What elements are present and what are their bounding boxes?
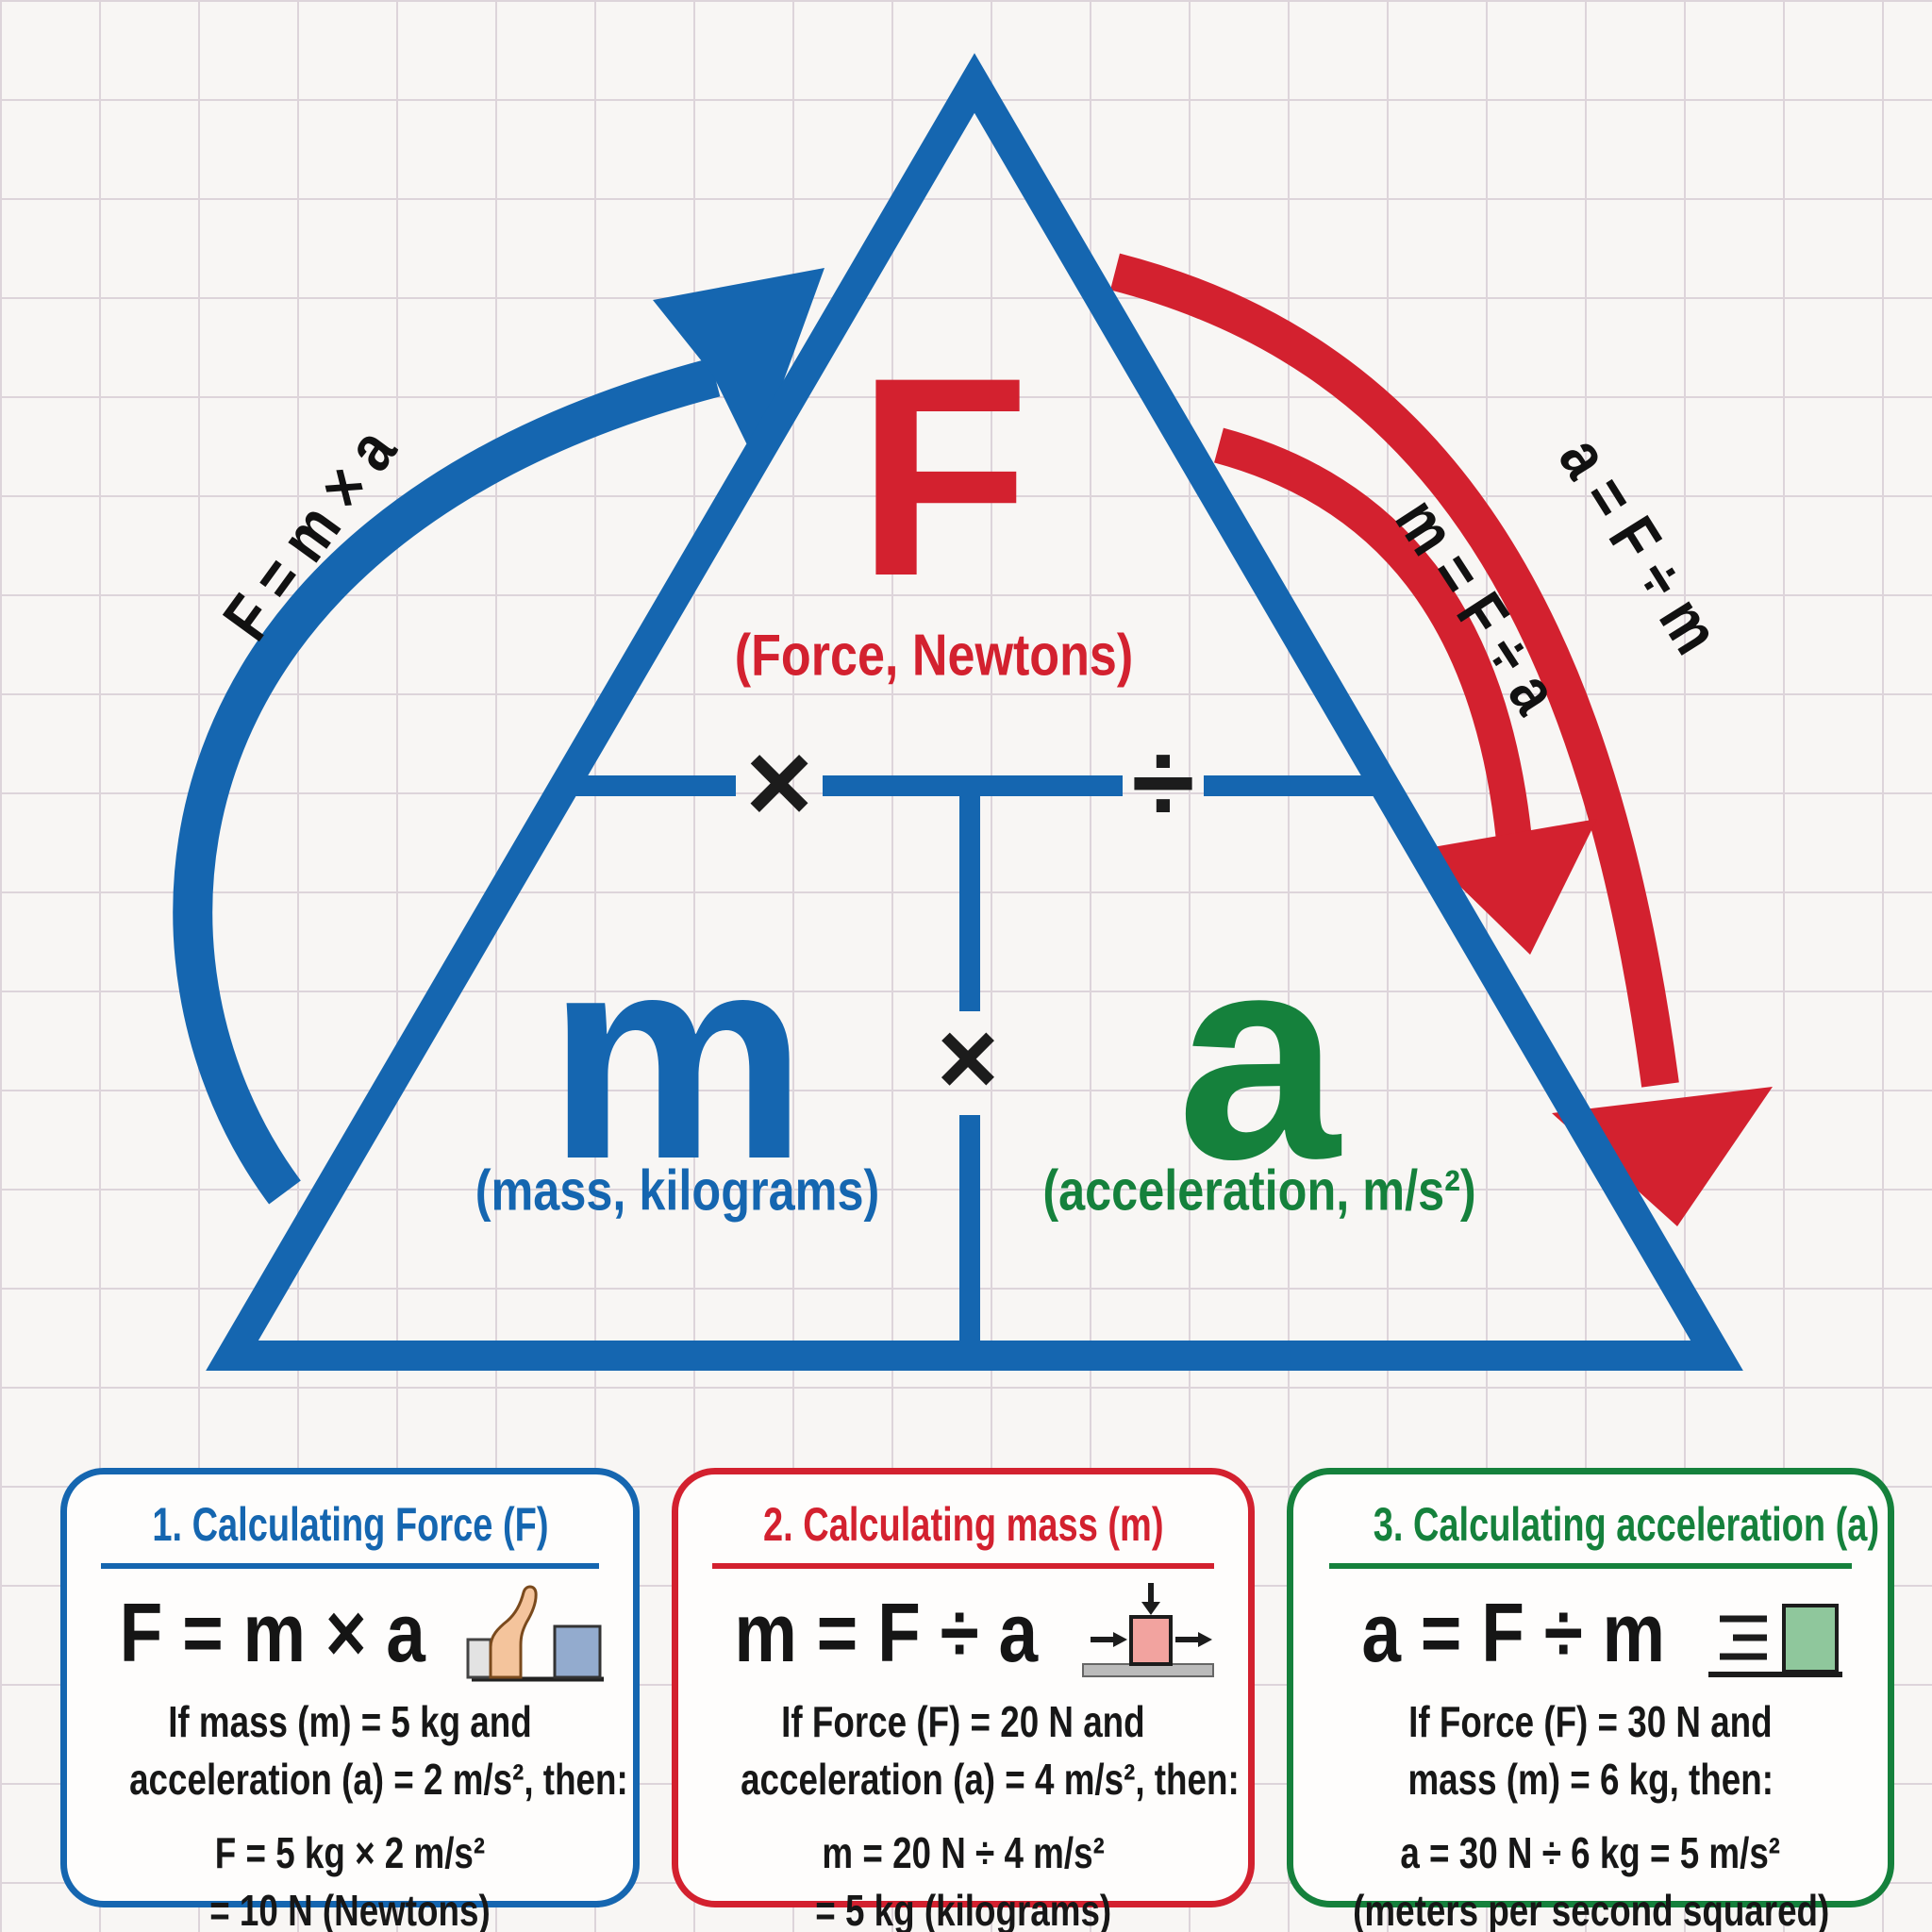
accelerating-box-icon <box>1708 1603 1843 1677</box>
acceleration-symbol: a <box>1176 892 1341 1220</box>
card-result-line: a = 30 N ÷ 6 kg = 5 m/s² <box>1293 1824 1888 1882</box>
force-symbol: F <box>857 318 1030 635</box>
card-formula: m = F ÷ a <box>708 1585 1064 1681</box>
card-condition-line: If Force (F) = 20 N and <box>678 1693 1248 1751</box>
card-title-rule <box>712 1563 1214 1569</box>
formula-row: F = m × a <box>67 1573 633 1693</box>
red-inner-arrow-shaft <box>1214 427 1532 841</box>
box-with-force-arrows-icon <box>1082 1582 1215 1677</box>
card-result-block: m = 20 N ÷ 4 m/s² = 5 kg (kilograms) <box>678 1824 1248 1932</box>
card-title: 3. Calculating acceleration (a) <box>1293 1497 1888 1552</box>
red-outer-arrow-shaft <box>1109 253 1679 1088</box>
card-title-text: 3. Calculating acceleration (a) <box>1373 1498 1880 1551</box>
card-condition-line: If mass (m) = 5 kg and <box>67 1693 633 1751</box>
condition-text-1: If Force (F) = 30 N and <box>1408 1697 1773 1746</box>
multiply-operator-icon: × <box>745 718 813 846</box>
card-title-text: 2. Calculating mass (m) <box>762 1498 1164 1551</box>
card-formula-text: m = F ÷ a <box>734 1586 1038 1679</box>
result-text-1: F = 5 kg × 2 m/s² <box>214 1828 486 1878</box>
card-result-line: F = 5 kg × 2 m/s² <box>67 1824 633 1882</box>
card-formula: a = F ÷ m <box>1335 1585 1691 1681</box>
card-condition-line: If Force (F) = 30 N and <box>1293 1693 1888 1751</box>
red-inner-arrow-head-icon <box>1422 819 1597 955</box>
card-result-line: (meters per second squared) <box>1293 1882 1888 1932</box>
card-title-rule <box>1328 1563 1853 1569</box>
card-result-line: m = 20 N ÷ 4 m/s² <box>678 1824 1248 1882</box>
formula-row: a = F ÷ m <box>1293 1573 1888 1693</box>
condition-text-1: If Force (F) = 20 N and <box>781 1697 1145 1746</box>
mass-unit-label: (mass, kilograms) <box>475 1158 880 1223</box>
formula-row: m = F ÷ a <box>678 1573 1248 1693</box>
card-result-block: a = 30 N ÷ 6 kg = 5 m/s² (meters per sec… <box>1293 1824 1888 1932</box>
card-condition-line: acceleration (a) = 4 m/s², then: <box>678 1751 1248 1808</box>
condition-text-2: mass (m) = 6 kg, then: <box>1407 1754 1774 1804</box>
card-condition-line: mass (m) = 6 kg, then: <box>1293 1751 1888 1808</box>
card-formula-text: a = F ÷ m <box>1361 1586 1665 1679</box>
result-text-2: = 10 N (Newtons) <box>209 1886 491 1932</box>
card-condition-line: acceleration (a) = 2 m/s², then: <box>67 1751 633 1808</box>
force-calculation-card: 1. Calculating Force (F) F = m × a If ma… <box>60 1468 640 1932</box>
mass-symbol: m <box>547 892 808 1220</box>
blue-curved-arrow-head-icon <box>653 268 824 460</box>
result-text-2: = 5 kg (kilograms) <box>815 1886 1111 1932</box>
result-text-1: a = 30 N ÷ 6 kg = 5 m/s² <box>1400 1828 1781 1878</box>
result-text-2: (meters per second squared) <box>1353 1886 1830 1932</box>
formula-triangle-outline <box>206 53 1743 1371</box>
card-result-line: = 10 N (Newtons) <box>67 1882 633 1932</box>
card-title-text: 1. Calculating Force (F) <box>151 1498 549 1551</box>
acceleration-unit-label: (acceleration, m/s²) <box>1042 1158 1476 1223</box>
card-title: 2. Calculating mass (m) <box>678 1497 1248 1552</box>
acceleration-calculation-card: 3. Calculating acceleration (a) a = F ÷ … <box>1287 1468 1894 1932</box>
card-title: 1. Calculating Force (F) <box>67 1497 633 1552</box>
card-formula: F = m × a <box>92 1585 453 1681</box>
card-formula-text: F = m × a <box>119 1586 426 1679</box>
divide-operator-icon: ÷ <box>1131 718 1195 846</box>
condition-text-2: acceleration (a) = 2 m/s², then: <box>129 1754 628 1804</box>
condition-text-1: If mass (m) = 5 kg and <box>168 1697 532 1746</box>
red-outer-arrow-head-icon <box>1552 1087 1773 1226</box>
card-title-rule <box>101 1563 599 1569</box>
result-text-1: m = 20 N ÷ 4 m/s² <box>822 1828 1105 1878</box>
multiply-operator-bottom-icon: × <box>937 999 999 1117</box>
card-result-block: F = 5 kg × 2 m/s² = 10 N (Newtons) <box>67 1824 633 1932</box>
card-result-line: = 5 kg (kilograms) <box>678 1882 1248 1932</box>
condition-text-2: acceleration (a) = 4 m/s², then: <box>741 1754 1240 1804</box>
mass-calculation-card: 2. Calculating mass (m) m = F ÷ a If For… <box>672 1468 1255 1932</box>
hand-pushing-box-icon <box>466 1585 604 1681</box>
force-unit-label: (Force, Newtons) <box>734 623 1134 689</box>
blue-curved-arrow-shaft <box>173 358 721 1205</box>
